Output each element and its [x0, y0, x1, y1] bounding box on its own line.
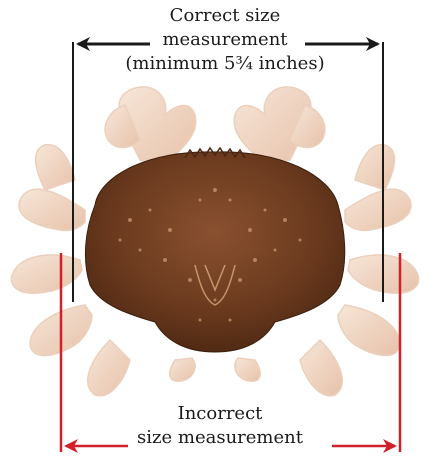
correct-label-line1: Correct size: [105, 4, 345, 28]
incorrect-label-line1: Incorrect: [120, 402, 320, 426]
correct-label-line2: measurement: [105, 28, 345, 52]
incorrect-label-line2: size measurement: [120, 426, 320, 450]
incorrect-measurement-label: Incorrect size measurement: [120, 402, 320, 450]
correct-measurement-label: Correct size measurement (minimum 5¾ inc…: [105, 4, 345, 76]
crab-shell: [85, 152, 344, 352]
correct-label-line3: (minimum 5¾ inches): [105, 52, 345, 76]
